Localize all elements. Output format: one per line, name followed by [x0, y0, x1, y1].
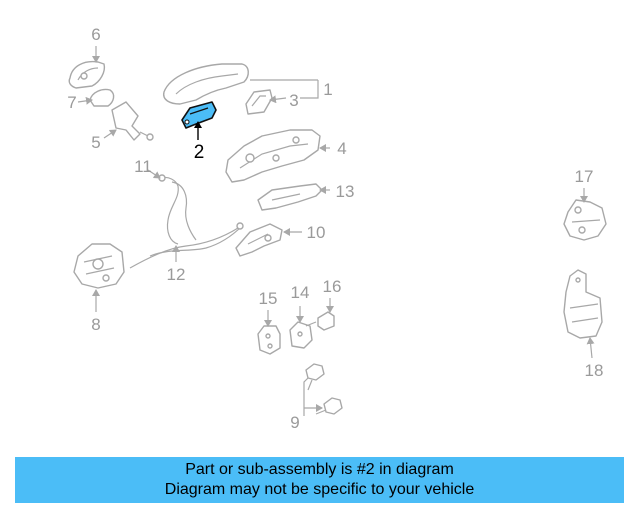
part-1-outside-handle-shape [163, 63, 249, 105]
part-10-bracket-shape [235, 223, 283, 257]
callout-7: 7 [67, 93, 76, 112]
part-14-striker-shape [289, 321, 313, 349]
leader-lines [77, 46, 595, 416]
callout-10: 10 [307, 223, 326, 242]
callout-18: 18 [585, 361, 604, 380]
callout-2: 2 [194, 142, 205, 163]
callout-17: 17 [575, 167, 594, 186]
callout-11: 11 [134, 157, 152, 176]
banner-line-2: Diagram may not be specific to your vehi… [164, 481, 475, 498]
part-13-inside-handle-shape [257, 183, 323, 211]
part-6-cap-shape [68, 60, 106, 89]
parts-diagram: 6 7 5 1 3 4 13 11 10 12 8 15 14 16 9 17 … [67, 25, 607, 432]
part-9-screws-shape [305, 363, 343, 415]
callout-4: 4 [337, 139, 346, 158]
part-18-door-check-shape [563, 269, 603, 339]
callout-3: 3 [289, 91, 298, 110]
callout-5: 5 [91, 133, 100, 152]
info-banner: Part or sub-assembly is #2 in diagram Di… [15, 457, 624, 503]
callout-9: 9 [290, 413, 299, 432]
part-15-plate-shape [257, 325, 281, 355]
part-5-lock-cylinder-shape [111, 101, 154, 141]
part-12-cable-shape [129, 222, 244, 269]
part-11-cable-shape [158, 174, 197, 245]
callout-1: 1 [323, 80, 332, 99]
part-8-latch-shape [73, 243, 125, 289]
callout-16: 16 [323, 277, 342, 296]
callout-12: 12 [167, 265, 186, 284]
callout-13: 13 [336, 182, 355, 201]
callout-14: 14 [291, 283, 310, 302]
callout-6: 6 [91, 25, 100, 44]
part-3-gasket-shape [245, 89, 273, 115]
callout-15: 15 [259, 289, 278, 308]
part-4-handle-bracket-shape [225, 129, 321, 183]
part-17-hinge-shape [563, 199, 607, 241]
callout-8: 8 [91, 315, 100, 334]
part-2-handle-frame-shape [181, 101, 217, 129]
banner-line-1: Part or sub-assembly is #2 in diagram [185, 461, 454, 478]
part-7-escutcheon-shape [89, 88, 115, 107]
